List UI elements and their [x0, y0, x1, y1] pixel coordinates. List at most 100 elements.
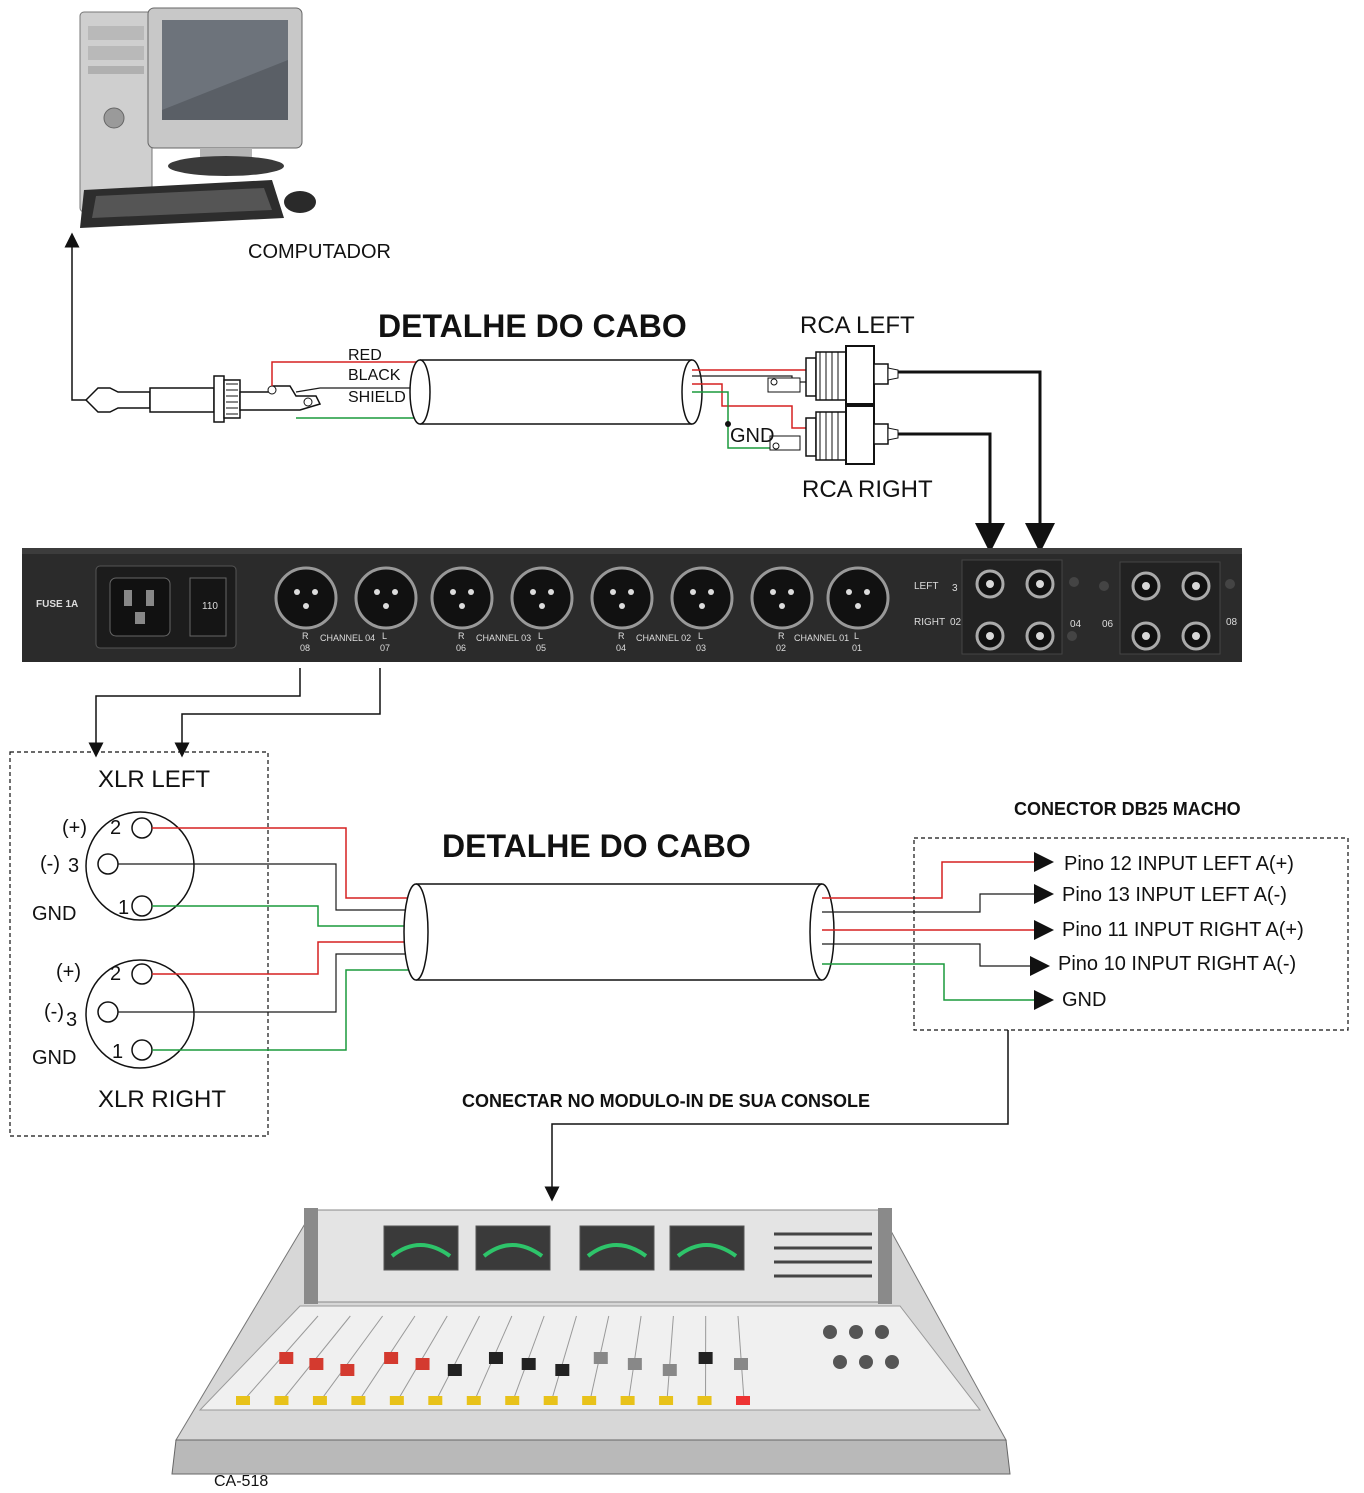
rca-num-03: 3 — [952, 583, 958, 594]
xlr-box — [9, 751, 269, 1137]
console-instruction: CONECTAR NO MODULO-IN DE SUA CONSOLE — [462, 1091, 870, 1111]
channel-r-number: 08 — [300, 643, 311, 653]
arrow-db25-to-console — [544, 1030, 1009, 1202]
channel-l-number: 03 — [696, 643, 707, 653]
rca-jack-panel — [961, 559, 1235, 655]
xlr-socket — [354, 566, 418, 630]
fader-cap — [309, 1358, 324, 1370]
db25-box — [913, 837, 1349, 1031]
rca-panel-right-label: RIGHT — [914, 617, 946, 628]
xlr-left-pin1: 1 — [118, 897, 130, 919]
arrow-jack-to-computer — [64, 232, 118, 401]
stereo-jack — [84, 375, 322, 423]
computer-label: COMPUTADOR — [248, 241, 391, 263]
rca-plug-left — [767, 345, 899, 405]
rca-left-label: RCA LEFT — [800, 312, 915, 339]
db25-pin-11: Pino 11 INPUT RIGHT A(+) — [1062, 919, 1304, 941]
rca-num-04: 04 — [1070, 619, 1082, 630]
fader-cap — [415, 1358, 430, 1370]
fuse-label: FUSE 1A — [36, 599, 79, 610]
xlr-left-plus: (+) — [62, 817, 87, 839]
voltage-label: 110 — [202, 601, 218, 612]
xlr-right-pin1: 1 — [112, 1041, 124, 1063]
xlr-right-pin3: 3 — [66, 1009, 78, 1031]
xlr-right-plus: (+) — [56, 961, 81, 983]
fader-strips — [236, 1315, 899, 1405]
cable-tube-top — [409, 359, 703, 425]
channel-r-letter: R — [302, 631, 309, 641]
gnd-label-top: GND — [730, 425, 775, 447]
wire-label-shield: SHIELD — [348, 389, 406, 406]
fader-cap — [593, 1352, 608, 1364]
xlr-socket — [670, 566, 734, 630]
fader-cap — [555, 1364, 570, 1376]
console-model-label: CA-518 — [214, 1473, 269, 1490]
xlr-left-gnd: GND — [32, 903, 77, 925]
channel-l-number: 01 — [852, 643, 863, 653]
rca-num-02: 02 — [950, 617, 962, 628]
rca-plug-right — [769, 405, 899, 465]
channel-r-number: 04 — [616, 643, 627, 653]
channel-r-letter: R — [618, 631, 625, 641]
db25-title: CONECTOR DB25 MACHO — [1014, 799, 1241, 819]
xlr-socket — [430, 566, 494, 630]
fader-cap — [521, 1358, 536, 1370]
computer-illustration — [79, 7, 316, 228]
cable-tube-bottom — [403, 883, 835, 981]
xlr-socket — [274, 566, 338, 630]
channel-l-number: 07 — [380, 643, 391, 653]
fader-cap — [627, 1358, 642, 1370]
xlr-right-minus: (-) — [44, 1001, 64, 1023]
cable-detail-title-bottom: DETALHE DO CABO — [442, 828, 751, 864]
fader-cap — [662, 1364, 677, 1376]
channel-name: CHANNEL 04 — [320, 633, 376, 643]
xlr-left-pin2: 2 — [110, 817, 122, 839]
channel-l-letter: L — [854, 631, 860, 641]
rca-right-label: RCA RIGHT — [802, 476, 933, 503]
rca-num-08: 08 — [1226, 617, 1238, 628]
wire-label-black: BLACK — [348, 367, 401, 384]
rca-panel-left-label: LEFT — [914, 581, 939, 592]
channel-name: CHANNEL 01 — [794, 633, 850, 643]
arrow-rca-right-to-panel — [898, 432, 1005, 553]
xlr-socket — [826, 566, 890, 630]
fader-cap — [488, 1352, 503, 1364]
db25-pin-12: Pino 12 INPUT LEFT A(+) — [1064, 853, 1294, 875]
xlr-socket — [750, 566, 814, 630]
fader-cap — [340, 1364, 355, 1376]
xlr-right-title: XLR RIGHT — [98, 1086, 227, 1113]
arrow-panel-r-to-xlr — [88, 668, 301, 758]
xlr-socket — [590, 566, 654, 630]
xlr-left-pin3: 3 — [68, 855, 80, 877]
channel-r-letter: R — [458, 631, 465, 641]
db25-pin-gnd: GND — [1062, 989, 1107, 1011]
channel-l-letter: L — [538, 631, 544, 641]
xlr-right-pin2: 2 — [110, 963, 122, 985]
arrow-panel-l-to-xlr — [174, 668, 381, 758]
xlr-right-gnd: GND — [32, 1047, 77, 1069]
fader-cap — [279, 1352, 294, 1364]
db25-pin-10: Pino 10 INPUT RIGHT A(-) — [1058, 953, 1297, 975]
fader-cap — [734, 1358, 748, 1370]
rca-num-06: 06 — [1102, 619, 1114, 630]
xlr-left-minus: (-) — [40, 853, 60, 875]
channel-l-number: 05 — [536, 643, 547, 653]
mixing-console — [171, 1208, 1011, 1475]
fader-cap — [698, 1352, 713, 1364]
channel-r-number: 02 — [776, 643, 787, 653]
mouse — [284, 191, 316, 213]
xlr-left-connector — [85, 811, 195, 921]
channel-r-letter: R — [778, 631, 785, 641]
arrow-rca-left-to-panel — [898, 370, 1055, 553]
channel-l-letter: L — [698, 631, 704, 641]
xlr-socket — [510, 566, 574, 630]
xlr-left-title: XLR LEFT — [98, 766, 211, 793]
channel-r-number: 06 — [456, 643, 467, 653]
xlr-right-connector — [85, 959, 195, 1069]
channel-name: CHANNEL 02 — [636, 633, 692, 643]
xlr-socket-row — [274, 566, 890, 630]
vu-meters — [383, 1225, 745, 1271]
cable-detail-title-top: DETALHE DO CABO — [378, 308, 687, 344]
